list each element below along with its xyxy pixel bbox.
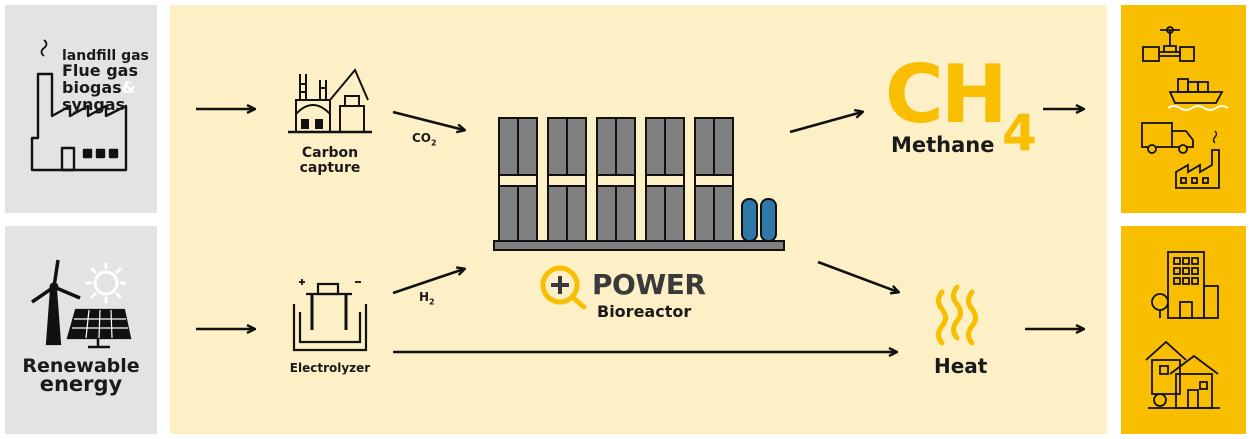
gas-joiner: & bbox=[121, 78, 136, 97]
h2-text: H bbox=[419, 290, 430, 304]
carbon-capture-plant-icon bbox=[288, 68, 372, 134]
electrolyzer-icon bbox=[292, 279, 368, 352]
bioreactor-icon bbox=[493, 117, 785, 251]
pipeline-valve-icon bbox=[1142, 26, 1195, 62]
heat-label: Heat bbox=[934, 354, 988, 378]
ch4-formula: CH bbox=[885, 48, 1008, 141]
bioreactor-module bbox=[498, 117, 538, 242]
flow-arrows bbox=[196, 109, 1083, 352]
cargo-ship-icon bbox=[1167, 78, 1229, 111]
carbon-capture-label-line2: capture bbox=[299, 160, 361, 176]
smokestack-factory-icon bbox=[30, 39, 128, 172]
qpower-logo-icon bbox=[540, 265, 587, 310]
carbon-capture-label-line1: Carbon bbox=[301, 145, 359, 161]
bioreactor-module bbox=[596, 117, 636, 242]
heat-waves-icon bbox=[936, 284, 978, 346]
source-gas-flue: Flue gas bbox=[62, 61, 138, 80]
bioreactor-module bbox=[547, 117, 587, 242]
brand-name: POWER bbox=[592, 268, 706, 301]
truck-icon bbox=[1141, 122, 1194, 154]
h2-subscript: 2 bbox=[429, 297, 435, 307]
bioreactor-module bbox=[694, 117, 734, 242]
source-gas-landfill: landfill gas bbox=[62, 48, 149, 64]
ch4-subscript: 4 bbox=[1002, 104, 1037, 162]
h2-label: H2 bbox=[419, 290, 435, 306]
bioreactor-module bbox=[645, 117, 685, 242]
process-panel bbox=[170, 5, 1107, 434]
renewable-label-line2: energy bbox=[39, 372, 123, 396]
source-gas-biogas: biogas& bbox=[62, 78, 136, 97]
co2-label: CO2 bbox=[412, 131, 437, 147]
co2-subscript: 2 bbox=[431, 138, 437, 148]
electrolyzer-label: Electrolyzer bbox=[289, 361, 371, 375]
source-gas-syngas: syngas bbox=[62, 95, 126, 114]
methane-label: Methane bbox=[891, 133, 995, 157]
office-building-icon bbox=[1151, 251, 1219, 319]
brand-subtitle: Bioreactor bbox=[597, 302, 692, 321]
source-gas-biogas-label: biogas bbox=[62, 78, 122, 97]
industry-icon bbox=[1175, 130, 1220, 189]
house-icon bbox=[1145, 340, 1220, 409]
co2-text: CO bbox=[412, 131, 432, 145]
wind-solar-icon bbox=[31, 259, 132, 349]
renewable-label-line1: Renewable bbox=[22, 355, 140, 377]
